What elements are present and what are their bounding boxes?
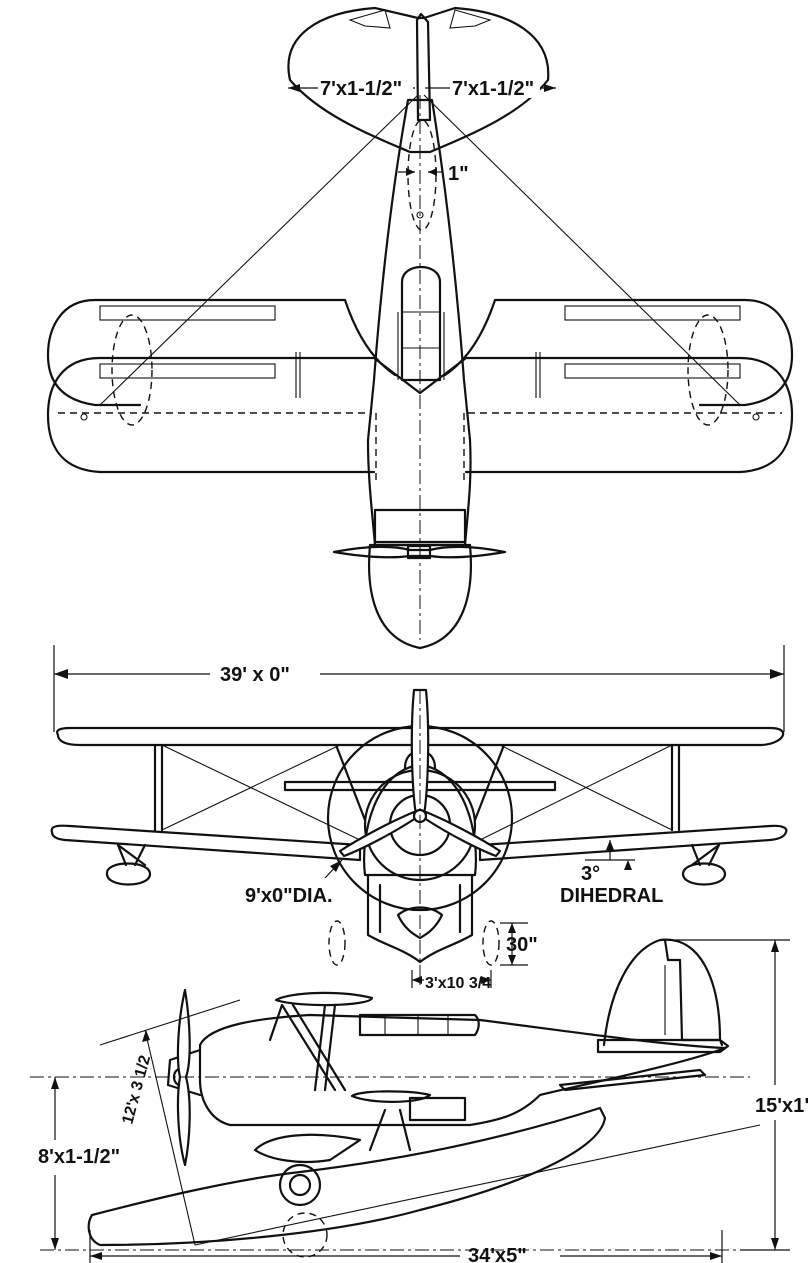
vertical-tail-side bbox=[602, 938, 724, 1047]
cockpit-canopy bbox=[400, 266, 442, 382]
tail-dim-right: 7'x1-1/2" bbox=[452, 78, 534, 100]
tail-dimension: 7'x1-1/2" 7'x1-1/2" 1" bbox=[288, 76, 556, 185]
tail-dim-left: 7'x1-1/2" bbox=[320, 78, 402, 100]
side-view bbox=[30, 938, 761, 1258]
front-view bbox=[50, 688, 788, 985]
main-float-top bbox=[368, 543, 472, 650]
fin-offset-dim: 1" bbox=[448, 163, 469, 185]
propeller-dia-label: 9'x0"DIA. bbox=[245, 885, 333, 907]
dihedral-label: DIHEDRAL bbox=[560, 885, 663, 907]
upper-wing-front bbox=[56, 726, 785, 747]
span-dimension: 39' x 0" bbox=[53, 645, 785, 732]
span-label: 39' x 0" bbox=[220, 664, 290, 686]
main-float-front bbox=[366, 873, 474, 964]
float-height-dim: 30" bbox=[506, 934, 538, 956]
top-view bbox=[46, 6, 794, 650]
overall-length-dim: 34'x5" bbox=[468, 1245, 527, 1263]
side-dimensions: 12'x 3 1/2 8'x1-1/2" 15'x1" 34'x5" bbox=[38, 939, 808, 1263]
fuselage-side bbox=[198, 1013, 727, 1127]
beaching-wheel bbox=[278, 1163, 322, 1207]
front-dimensions: 9'x0"DIA. 3° DIHEDRAL 30" 3'x10 3/4 bbox=[245, 840, 663, 992]
overall-height-dim: 15'x1" bbox=[755, 1095, 808, 1117]
lower-wing-front bbox=[50, 824, 362, 862]
upper-wing-top bbox=[46, 298, 397, 407]
horizontal-tail bbox=[287, 6, 550, 154]
main-float-side bbox=[87, 1106, 607, 1247]
dihedral-angle: 3° bbox=[581, 863, 600, 885]
propeller-top bbox=[332, 545, 507, 559]
prop-clearance-dim: 12'x 3 1/2 bbox=[119, 1053, 154, 1126]
float-gap-dim: 3'x10 3/4 bbox=[425, 975, 491, 992]
upper-wing-side bbox=[274, 991, 374, 1007]
thrustline-height-dim: 8'x1-1/2" bbox=[38, 1146, 120, 1168]
lower-wing-top bbox=[46, 356, 422, 474]
fin-top bbox=[415, 12, 432, 122]
